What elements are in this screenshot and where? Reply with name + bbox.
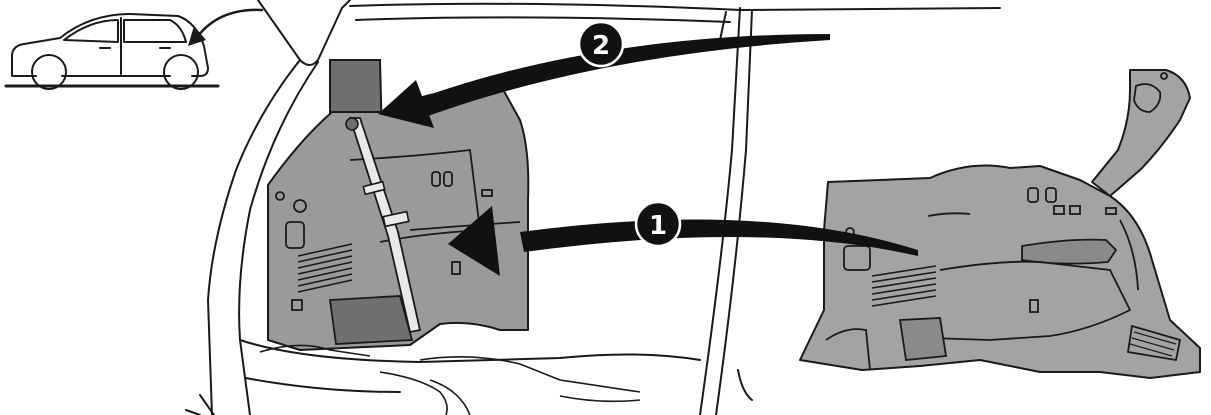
callout-marker-1: 1 bbox=[636, 202, 680, 246]
callout-label-2: 2 bbox=[592, 31, 610, 61]
upper-pillar-trim-removed bbox=[1092, 70, 1190, 196]
callout-marker-2: 2 bbox=[579, 22, 623, 66]
callout-label-1: 1 bbox=[649, 211, 667, 241]
removed-quarter-trim-panel bbox=[800, 70, 1200, 378]
lower-quarter-panel-removed bbox=[800, 166, 1200, 378]
vehicle-locator-car-icon bbox=[6, 10, 262, 89]
